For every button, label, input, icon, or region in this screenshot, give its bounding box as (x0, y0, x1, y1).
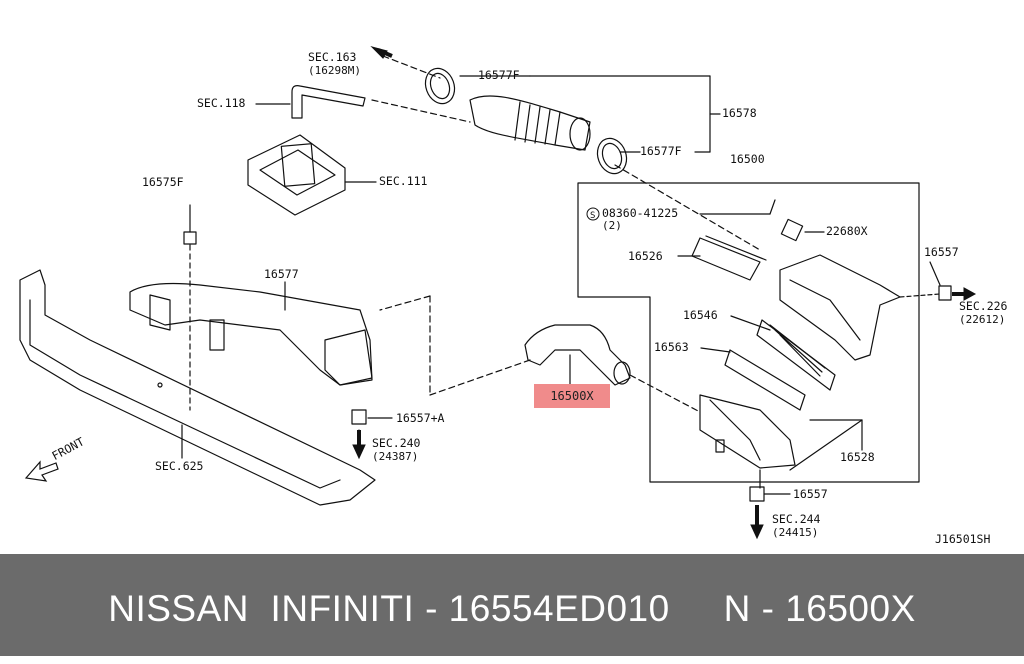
label-bolt-code: 08360-41225 (602, 206, 679, 220)
label-sec163-sub: (16298M) (308, 64, 361, 77)
label-sec240: SEC.240 (372, 436, 421, 450)
label-sec244-sub: (24415) (772, 526, 819, 539)
assembly-frame (577, 182, 920, 483)
label-16500X: 16500X (550, 389, 594, 403)
label-16563: 16563 (654, 340, 689, 354)
label-bolt-qty: (2) (602, 219, 622, 232)
svg-text:S: S (590, 211, 595, 221)
label-16557-right: 16557 (924, 245, 959, 259)
label-sec240-sub: (24387) (372, 450, 419, 463)
front-arrow-icon (24, 460, 59, 482)
label-sec118: SEC.118 (197, 96, 246, 110)
parts-diagram: S (19, 46, 977, 540)
label-16575F: 16575F (142, 175, 184, 189)
footer-bar: NISSAN INFINITI - 16554ED010 N - 16500X (0, 554, 1024, 656)
label-sec111: SEC.111 (379, 174, 428, 188)
label-sec625: SEC.625 (155, 459, 204, 473)
label-sec163: SEC.163 (308, 50, 357, 64)
label-16528: 16528 (840, 450, 875, 464)
diagram-id: J16501SH (935, 532, 991, 546)
label-22680X: 22680X (826, 224, 868, 238)
label-16577: 16577 (264, 267, 299, 281)
label-16577F-mid: 16577F (640, 144, 682, 158)
label-16557-a: 16557+A (396, 411, 445, 425)
label-sec244: SEC.244 (772, 512, 821, 526)
footer-title: NISSAN INFINITI - 16554ED010 N - 16500X (108, 588, 916, 629)
highlight-16500X: 16500X (534, 384, 610, 408)
label-16546: 16546 (683, 308, 718, 322)
label-16577F-top: 16577F (478, 68, 520, 82)
label-16557-bottom: 16557 (793, 487, 828, 501)
label-sec226-sub: (22612) (959, 313, 1006, 326)
label-16500: 16500 (730, 152, 765, 166)
label-sec226: SEC.226 (959, 299, 1008, 313)
label-16578: 16578 (722, 106, 757, 120)
label-16526: 16526 (628, 249, 663, 263)
